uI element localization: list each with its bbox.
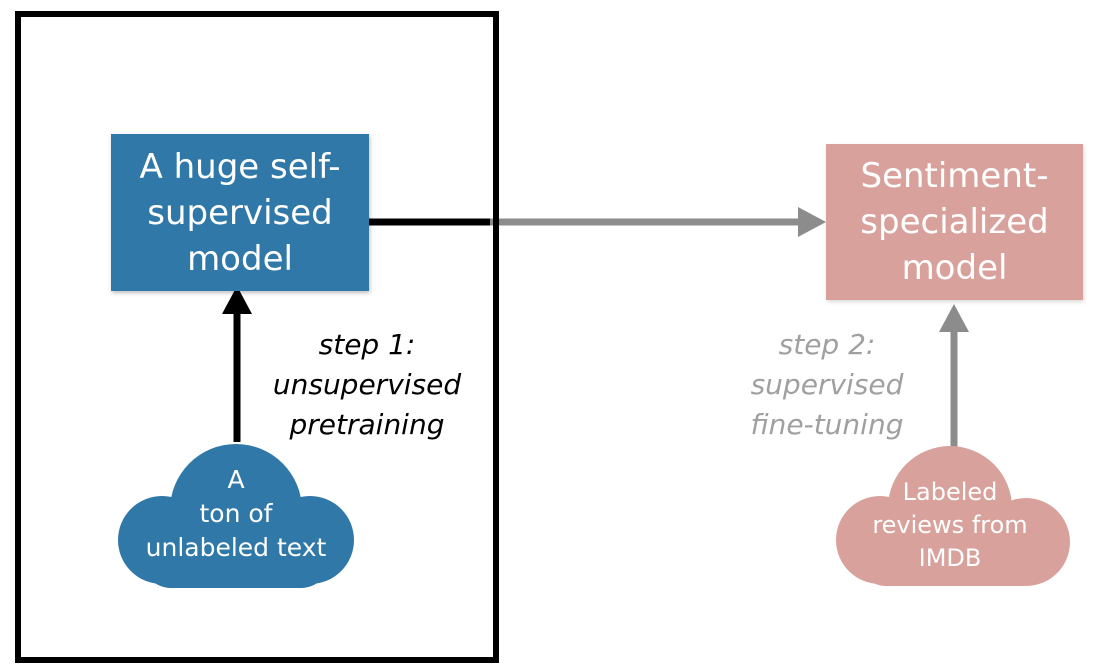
step-2-label: step 2: supervised fine-tuning <box>750 328 904 441</box>
finetuning-arrow <box>939 304 969 448</box>
pretraining-frame <box>15 11 499 663</box>
unlabeled-data-cloud <box>118 444 354 588</box>
transfer-arrow <box>369 207 826 237</box>
pretraining-arrow <box>222 286 252 442</box>
labeled-data-label: Labeled reviews from IMDB <box>872 478 1028 572</box>
unlabeled-data-label: A ton of unlabeled text <box>145 465 327 562</box>
step-1-label: step 1: unsupervised pretraining <box>272 328 462 441</box>
specialized-model-label: Sentiment- specialized model <box>860 156 1049 288</box>
pretrained-model-box: A huge self- supervised model <box>111 134 369 291</box>
pretrained-model-label: A huge self- supervised model <box>139 146 341 279</box>
labeled-data-cloud <box>836 446 1070 586</box>
specialized-model-box: Sentiment- specialized model <box>826 144 1083 300</box>
